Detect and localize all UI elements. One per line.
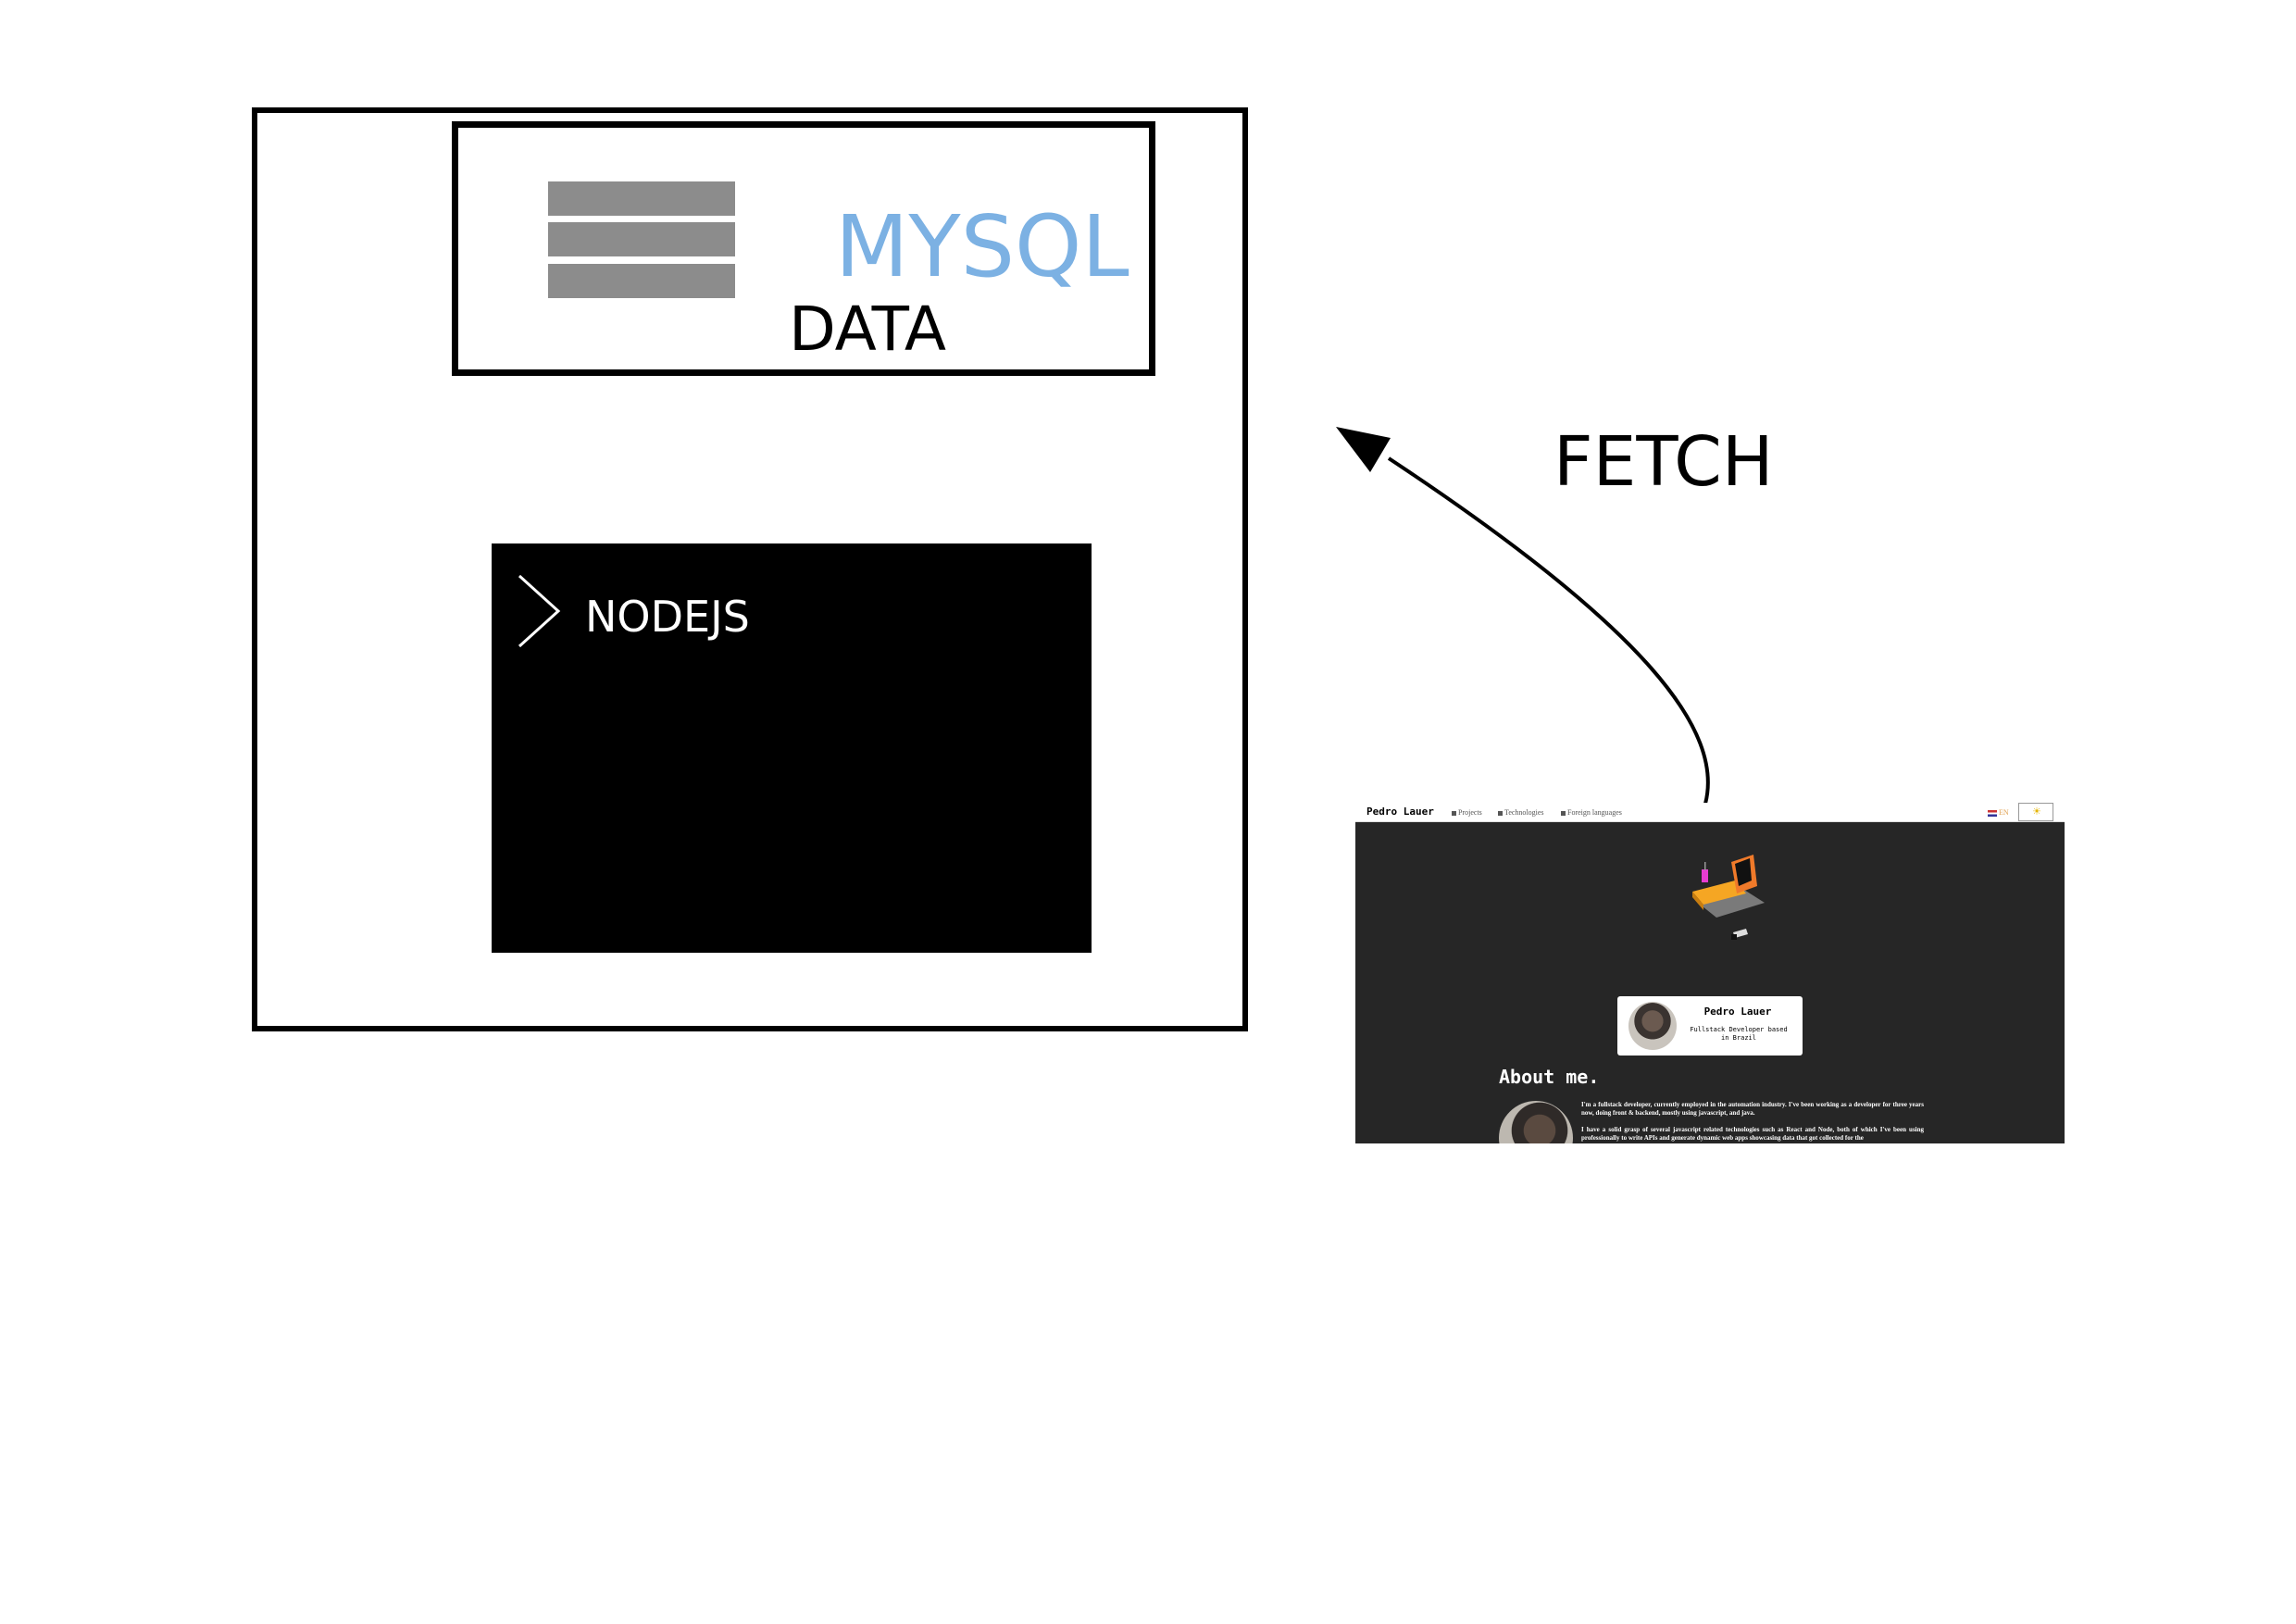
site-navbar: Pedro Lauer Projects Technologies Foreig… bbox=[1355, 803, 2065, 822]
language-selector[interactable]: EN bbox=[1988, 807, 2009, 818]
theme-toggle-button[interactable]: ☀ bbox=[2018, 803, 2053, 821]
fetch-label: FETCH bbox=[1554, 422, 1774, 502]
mysql-box bbox=[452, 121, 1155, 376]
flag-icon bbox=[1561, 810, 1566, 816]
terminal-prompt-icon bbox=[518, 574, 561, 648]
desk-scene-illustration bbox=[1692, 855, 1765, 940]
server-container bbox=[252, 107, 1248, 1031]
nav-link-technologies[interactable]: Technologies bbox=[1498, 807, 1544, 818]
about-avatar bbox=[1499, 1101, 1573, 1143]
chart-icon bbox=[1498, 810, 1503, 816]
grid-icon bbox=[1452, 810, 1456, 816]
profile-role: Fullstack Developer based in Brazil bbox=[1690, 1026, 1788, 1042]
about-heading: About me. bbox=[1499, 1066, 1600, 1088]
nodejs-label: NODEJS bbox=[585, 592, 750, 642]
nodejs-terminal bbox=[492, 543, 1092, 953]
database-icon-bar-2 bbox=[548, 222, 735, 256]
arrow-head-icon bbox=[1336, 427, 1391, 472]
about-paragraph-1: I'm a fullstack developer, currently emp… bbox=[1581, 1101, 1924, 1117]
nav-link-foreign-languages[interactable]: Foreign languages bbox=[1561, 807, 1622, 818]
site-brand[interactable]: Pedro Lauer bbox=[1366, 806, 1434, 818]
mysql-label: MYSQL bbox=[835, 197, 1129, 296]
website-screenshot: Pedro Lauer Projects Technologies Foreig… bbox=[1355, 803, 2065, 1143]
sun-icon: ☀ bbox=[2032, 806, 2041, 818]
database-icon-bar-1 bbox=[548, 181, 735, 216]
us-flag-icon bbox=[1988, 809, 1997, 817]
nav-link-projects[interactable]: Projects bbox=[1452, 807, 1482, 818]
data-label: DATA bbox=[789, 294, 947, 365]
profile-avatar bbox=[1628, 1002, 1677, 1050]
profile-card: Pedro Lauer Fullstack Developer based in… bbox=[1617, 996, 1803, 1056]
database-icon-bar-3 bbox=[548, 264, 735, 298]
profile-name: Pedro Lauer bbox=[1703, 1006, 1772, 1018]
about-paragraph-2: I have a solid grasp of several javascri… bbox=[1581, 1126, 1924, 1142]
